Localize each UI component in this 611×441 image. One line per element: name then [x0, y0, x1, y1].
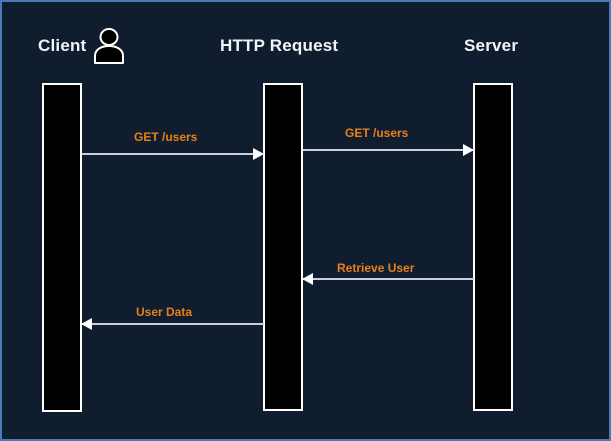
arrow-head-left-icon: [302, 273, 313, 285]
arrow-head-right-icon: [253, 148, 264, 160]
activation-bar-http-request: [263, 83, 303, 411]
message-line-retrieve-user-server-to-http: [303, 278, 474, 280]
activation-bar-client: [42, 83, 82, 412]
participant-label-http-request: HTTP Request: [220, 36, 339, 55]
activation-bar-server: [473, 83, 513, 411]
actor-person-icon: [92, 28, 126, 64]
message-label-user-data: User Data: [136, 305, 193, 319]
message-line-get-users-client-to-http: [82, 153, 264, 155]
participant-label-server: Server: [464, 36, 519, 55]
message-line-user-data-http-to-client: [82, 323, 264, 325]
participant-label-client: Client: [38, 36, 87, 55]
message-label-retrieve-user: Retrieve User: [337, 261, 415, 275]
arrow-head-left-icon: [81, 318, 92, 330]
message-label-get-users-client-to-http: GET /users: [134, 130, 198, 144]
message-line-get-users-http-to-server: [303, 149, 474, 151]
arrow-head-right-icon: [463, 144, 474, 156]
message-label-get-users-http-to-server: GET /users: [345, 126, 409, 140]
